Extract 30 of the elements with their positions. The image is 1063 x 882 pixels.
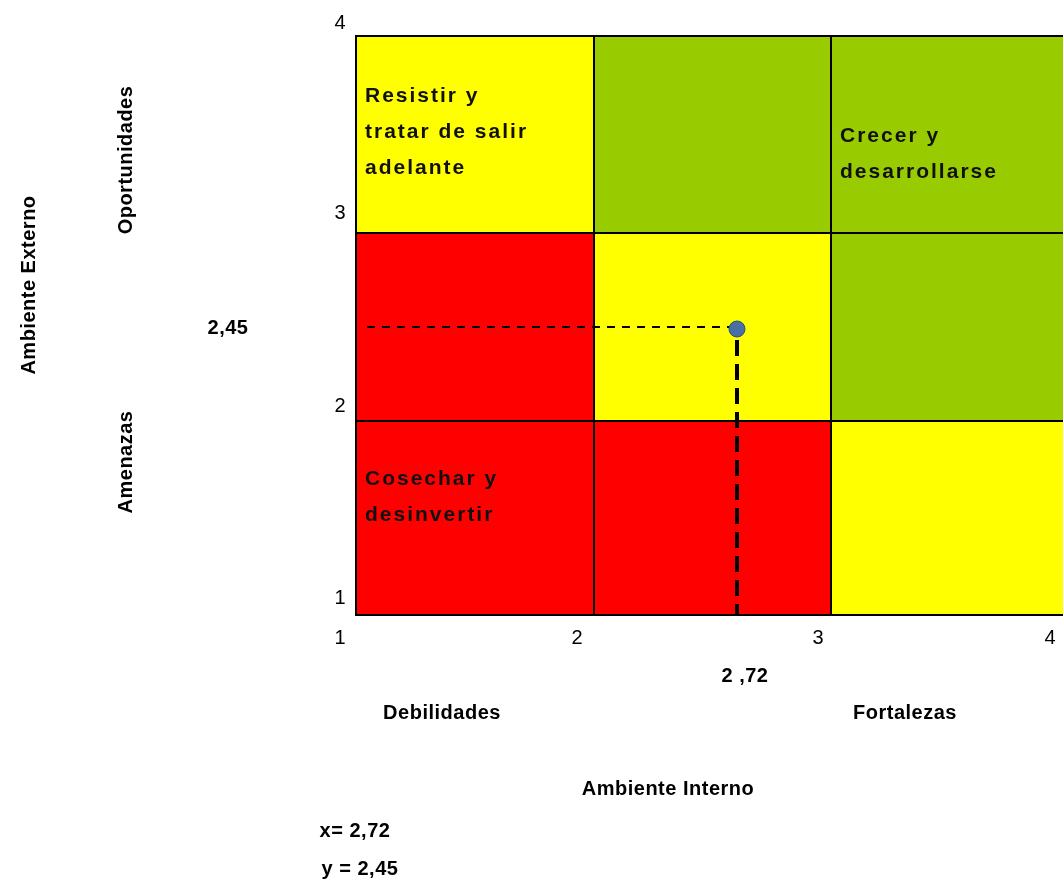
axis-tick: 3 — [812, 625, 824, 649]
matrix-cell — [593, 35, 832, 234]
axis-title: Ambiente Interno — [581, 776, 755, 800]
cell-text: Resistir y tratar de salir adelante — [365, 82, 530, 180]
axis-tick: 2 — [334, 393, 346, 417]
axis-tick: 3 — [334, 200, 346, 224]
matrix-cell — [355, 35, 595, 234]
axis-tick: 4 — [1044, 625, 1056, 649]
axis-title: Oportunidades — [113, 85, 137, 235]
matrix-cell — [355, 232, 595, 422]
matrix-cell — [830, 35, 1063, 234]
axis-tick: 2 — [571, 625, 583, 649]
axis-title: Debilidades — [383, 700, 501, 724]
value-label: 2 ,72 — [721, 663, 769, 687]
note: x= 2,72 — [319, 818, 391, 842]
matrix-cell — [355, 420, 595, 616]
matrix-cell — [830, 232, 1063, 422]
matrix-cell — [593, 232, 832, 422]
axis-title: Fortalezas — [853, 700, 957, 724]
cell-text: Cosechar y desinvertir — [365, 465, 500, 527]
axis-title: Amenazas — [113, 410, 137, 514]
cell-text: Crecer y desarrollarse — [840, 122, 999, 184]
axis-tick: 4 — [334, 10, 346, 34]
axis-title: Ambiente Externo — [16, 195, 40, 375]
matrix-cell — [593, 420, 832, 616]
note: y = 2,45 — [321, 856, 399, 880]
axis-tick: 1 — [334, 625, 346, 649]
value-label: 2,45 — [207, 315, 249, 339]
matrix-cell — [830, 420, 1063, 616]
axis-tick: 1 — [334, 585, 346, 609]
